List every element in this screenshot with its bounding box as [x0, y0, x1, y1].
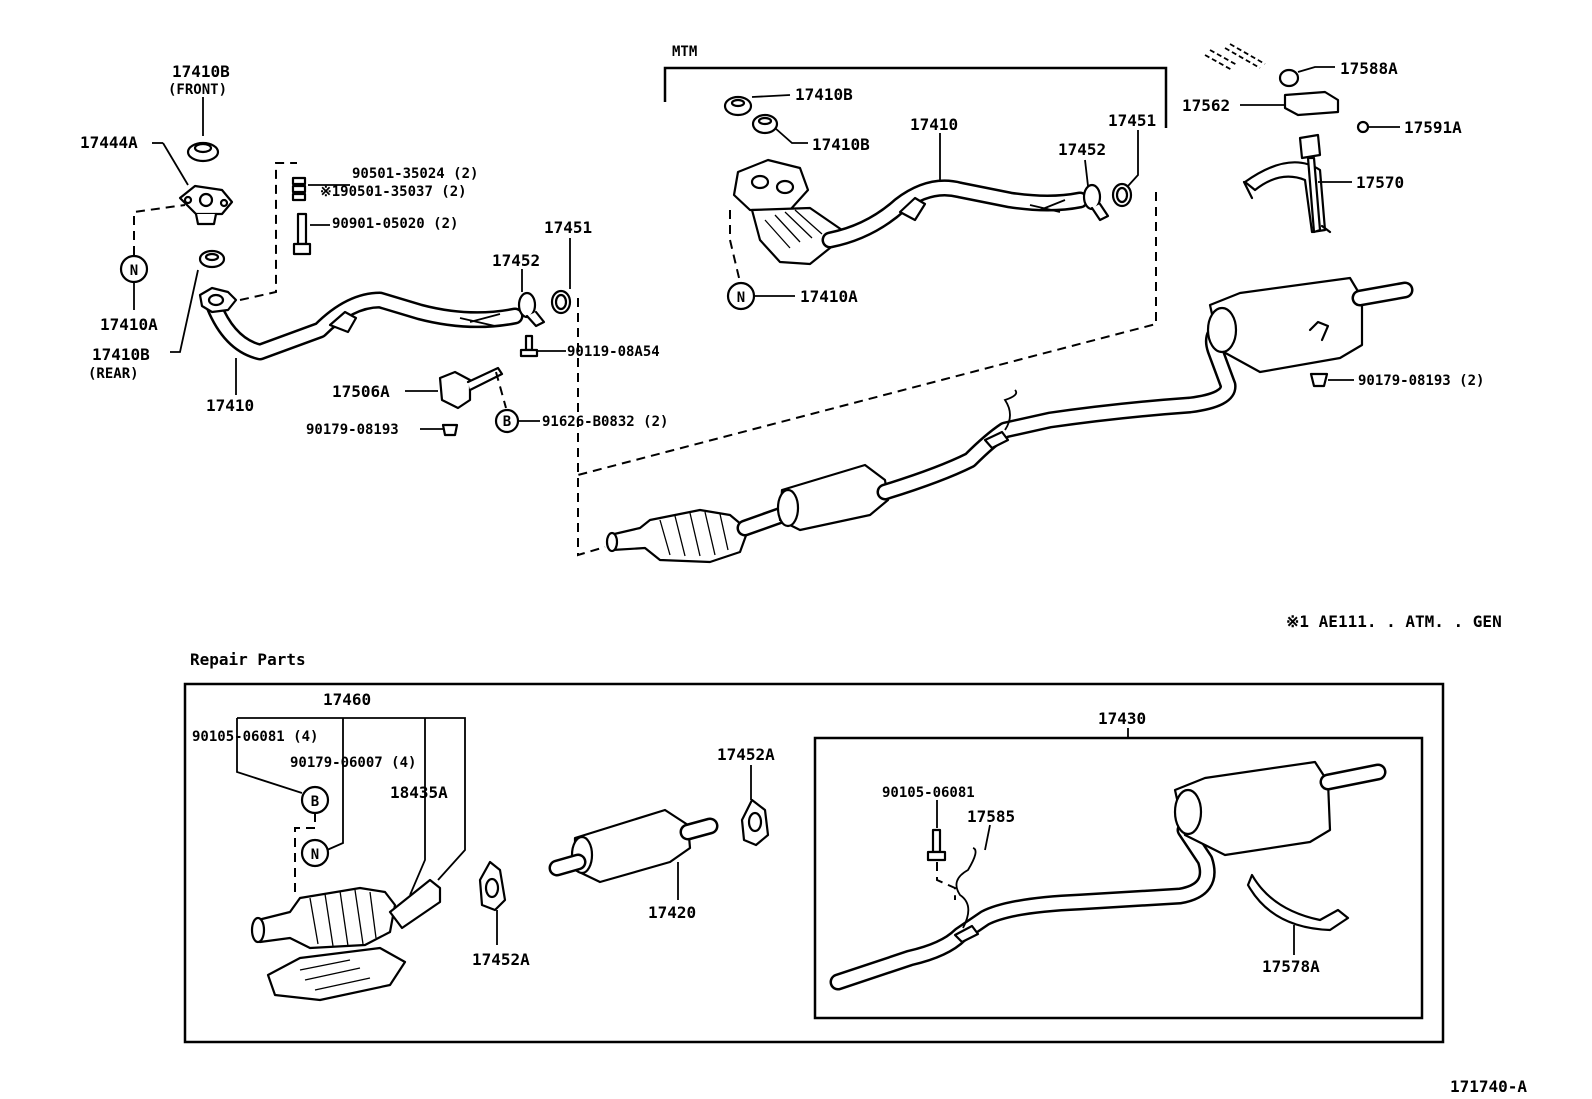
- label-18435A: 18435A: [390, 783, 448, 802]
- svg-text:N: N: [737, 290, 745, 306]
- symbol-n-mtm: N: [726, 281, 756, 311]
- label-17506A: 17506A: [332, 382, 390, 401]
- tail-pipe-17430-frame: [813, 736, 1424, 1020]
- cushion-17588A[interactable]: [1278, 68, 1300, 88]
- labels: 17410B (FRONT) 17444A 17410A 17410B (REA…: [80, 44, 1527, 1096]
- label-90179-08193-left: 90179-08193: [306, 422, 399, 438]
- flange-17444A[interactable]: [178, 184, 234, 226]
- svg-text:B: B: [311, 794, 319, 810]
- bracket-17506A[interactable]: [438, 366, 504, 410]
- label-17451-left: 17451: [544, 218, 592, 237]
- label-90119-08A54: 90119-08A54: [567, 344, 660, 360]
- symbol-b-left: B: [494, 408, 520, 434]
- label-rear: (REAR): [88, 366, 139, 382]
- svg-text:B: B: [503, 414, 511, 430]
- clamp-17452-mtm[interactable]: [1082, 183, 1110, 222]
- bracket-17578A[interactable]: [1246, 873, 1350, 932]
- gasket-17452A-a[interactable]: [478, 860, 507, 912]
- svg-text:N: N: [130, 263, 138, 279]
- label-17460: 17460: [323, 690, 371, 709]
- bolt-90119-08A54[interactable]: [519, 334, 539, 358]
- ring-17451-left[interactable]: [550, 289, 572, 315]
- label-17410A-left: 17410A: [100, 315, 158, 334]
- grommet-17591A[interactable]: [1356, 120, 1370, 134]
- label-17410-mtm: 17410: [910, 115, 958, 134]
- label-17430: 17430: [1098, 709, 1146, 728]
- catalytic-converter-17460[interactable]: [250, 878, 442, 950]
- gasket-17410B-mtm1[interactable]: [723, 95, 753, 117]
- spring-90501[interactable]: [291, 176, 307, 202]
- gasket-17410B-rear[interactable]: [198, 249, 226, 269]
- svg-text:N: N: [311, 847, 319, 863]
- mtm-group: N: [663, 66, 1168, 311]
- sub-muffler-17420[interactable]: [548, 808, 719, 884]
- muffler[interactable]: [1206, 276, 1414, 374]
- label-17410B-rear: 17410B: [92, 345, 150, 364]
- label-17410B-mtm2: 17410B: [812, 135, 870, 154]
- front-pipe-17410-left[interactable]: [198, 286, 524, 361]
- heat-shield-18435A[interactable]: [266, 946, 407, 1002]
- label-17410B-mtm1: 17410B: [795, 85, 853, 104]
- label-17588A: 17588A: [1340, 59, 1398, 78]
- hanger-group: [1204, 43, 1400, 234]
- label-mtm: MTM: [672, 44, 697, 60]
- bracket-17570[interactable]: [1242, 133, 1332, 234]
- label-17452A-a: 17452A: [472, 950, 530, 969]
- label-90179-08193-right: 90179-08193 (2): [1358, 373, 1484, 389]
- front-pipe-17410-mtm[interactable]: [732, 158, 1089, 266]
- label-17562: 17562: [1182, 96, 1230, 115]
- label-17570: 17570: [1356, 173, 1404, 192]
- label-90501-35037: ※190501-35037 (2): [320, 184, 467, 200]
- bolt-90105-06081[interactable]: [926, 828, 947, 862]
- tail-pipe-17430[interactable]: [829, 760, 1387, 991]
- hanger-17562[interactable]: [1283, 90, 1340, 117]
- nut-90179-08193-left[interactable]: [441, 423, 459, 437]
- front-pipe-assembly-left: N: [119, 97, 572, 437]
- label-17585: 17585: [967, 807, 1015, 826]
- label-17452-left: 17452: [492, 251, 540, 270]
- label-90105-06081: 90105-06081: [882, 785, 975, 801]
- symbol-n-repair: N: [300, 838, 330, 868]
- label-17410B-front: 17410B: [172, 62, 230, 81]
- resonator[interactable]: [776, 463, 890, 532]
- label-91626-B0832: 91626-B0832 (2): [542, 414, 668, 430]
- label-17420: 17420: [648, 903, 696, 922]
- label-17410A-mtm: 17410A: [800, 287, 858, 306]
- label-17452A-b: 17452A: [717, 745, 775, 764]
- gasket-17410B-front[interactable]: [186, 141, 220, 163]
- clamp-17452-left[interactable]: [517, 291, 546, 328]
- label-17591A: 17591A: [1404, 118, 1462, 137]
- catalytic-converter[interactable]: [605, 508, 750, 564]
- main-exhaust-system[interactable]: [605, 276, 1414, 564]
- repair-parts-frame: [183, 682, 1445, 1044]
- label-repair-parts: Repair Parts: [190, 650, 306, 669]
- label-front: (FRONT): [168, 82, 227, 98]
- label-diagram-code: 171740-A: [1450, 1077, 1527, 1096]
- label-17452-mtm: 17452: [1058, 140, 1106, 159]
- gasket-17452A-b[interactable]: [740, 798, 770, 847]
- label-90501-35024: 90501-35024 (2): [352, 166, 478, 182]
- gasket-17410B-mtm2[interactable]: [751, 113, 779, 135]
- label-90105-06081-4: 90105-06081 (4): [192, 729, 318, 745]
- bolt-90901-05020[interactable]: [292, 212, 312, 256]
- ring-17451-mtm[interactable]: [1111, 182, 1133, 208]
- label-90179-06007-4: 90179-06007 (4): [290, 755, 416, 771]
- label-90901-05020: 90901-05020 (2): [332, 216, 458, 232]
- label-note: ※1 AE111. . ATM. . GEN: [1286, 612, 1502, 631]
- label-17578A: 17578A: [1262, 957, 1320, 976]
- symbol-n-left: N: [119, 254, 149, 284]
- repair-17460-group: B N: [236, 717, 466, 1002]
- symbol-b-repair: B: [300, 785, 330, 815]
- nut-90179-08193-right[interactable]: [1309, 372, 1329, 388]
- label-17451-mtm: 17451: [1108, 111, 1156, 130]
- label-17410-left: 17410: [206, 396, 254, 415]
- label-17444A: 17444A: [80, 133, 138, 152]
